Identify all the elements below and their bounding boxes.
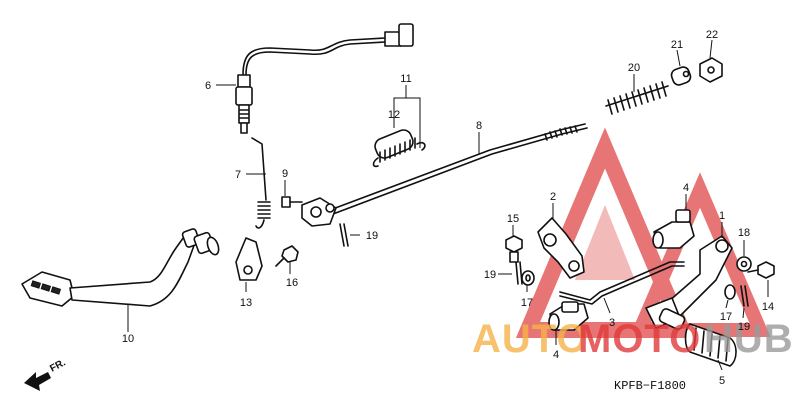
bracket-13 [235, 237, 263, 281]
callout-14: 14 [762, 301, 774, 313]
callout-4-bottom: 4 [553, 349, 559, 361]
switch-spring-7 [251, 137, 271, 229]
watermark-word-moto: MOTO [578, 317, 701, 361]
callout-8: 8 [476, 120, 482, 132]
callout-16: 16 [286, 277, 298, 289]
watermark-text: AUTO MOTO HUB [472, 317, 794, 361]
footpeg-rubber-5 [684, 323, 737, 367]
callout-15: 15 [507, 213, 519, 225]
shift-lever-1 [645, 235, 733, 330]
washer-17b [724, 284, 736, 300]
brake-rod-8 [301, 123, 588, 227]
brake-pedal-10 [21, 228, 220, 307]
stop-switch-6 [235, 23, 414, 134]
washer-18 [736, 256, 752, 272]
cotter-pin-19c [740, 285, 749, 307]
watermark-word-hub: HUB [704, 317, 794, 361]
bolt-9 [281, 196, 303, 208]
callout-21: 21 [671, 39, 683, 51]
front-arrow-icon: FR. [24, 357, 68, 391]
callout-9: 9 [282, 168, 288, 180]
callout-20: 20 [628, 62, 640, 74]
clamp-4-top [652, 209, 695, 249]
callout-labels: 1 2 3 4 4 5 6 7 8 9 10 11 12 13 14 15 16… [122, 29, 774, 387]
callout-6: 6 [205, 80, 211, 92]
cotter-pin-19a [339, 223, 349, 247]
brake-arm-2 [537, 217, 585, 279]
link-rod-3 [559, 261, 685, 305]
clamp-4-bottom [548, 301, 589, 331]
collar-21 [670, 66, 692, 86]
callout-22: 22 [706, 29, 718, 41]
bolt-16 [275, 245, 299, 267]
callout-17-left: 17 [521, 297, 533, 309]
callout-17-right: 17 [720, 311, 732, 323]
watermark-word-auto: AUTO [472, 317, 589, 361]
callout-7: 7 [235, 169, 241, 181]
leader-lines [127, 39, 769, 371]
callout-3: 3 [609, 317, 615, 329]
callout-5: 5 [719, 375, 725, 387]
callout-2: 2 [550, 191, 556, 203]
callout-10: 10 [122, 333, 134, 345]
callout-19-rod: 19 [366, 230, 378, 242]
callout-19-left: 19 [484, 269, 496, 281]
spring-20 [605, 81, 669, 115]
callout-11: 11 [400, 73, 411, 85]
callout-13: 13 [240, 297, 252, 309]
cotter-pin-19b [515, 261, 523, 285]
spring-set-11 [372, 129, 426, 168]
front-arrow-label: FR. [48, 357, 68, 374]
drawing-code: KPFB−F1800 [614, 379, 686, 393]
callout-1: 1 [719, 210, 725, 222]
bolt-14 [747, 261, 775, 279]
nut-22 [699, 57, 723, 83]
callout-12: 12 [388, 109, 400, 121]
bolt-15 [505, 235, 523, 263]
callout-4-top: 4 [683, 182, 689, 194]
callout-19-right: 19 [738, 321, 750, 333]
callout-18: 18 [738, 227, 750, 239]
washer-17a [521, 270, 535, 286]
